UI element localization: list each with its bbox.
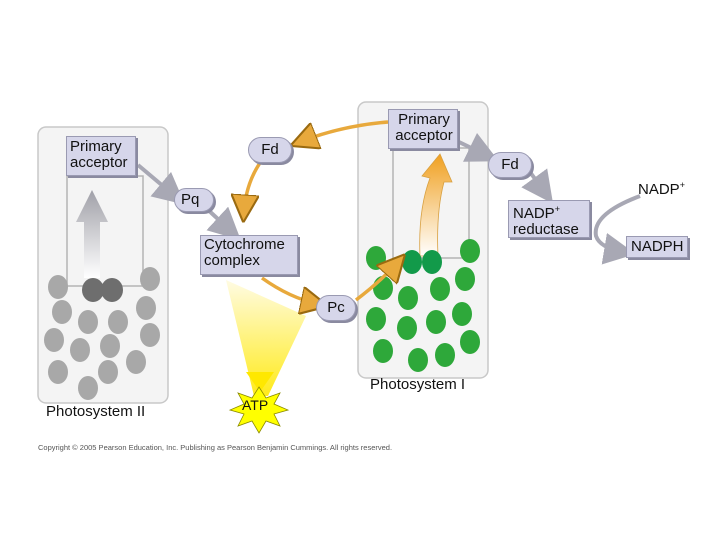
pigment-molecule [455,267,475,291]
atp-light-beam [226,280,306,396]
pigment-molecule [70,338,90,362]
nadp-plus-label: NADP+ [638,180,685,198]
photosystem-i-excitation-arrow [419,153,453,257]
ps1-primary-acceptor-label: Primary acceptor [395,111,453,144]
pigment-molecule [78,376,98,400]
pq-label: Pq [181,191,200,208]
pq-pill: Pq [174,188,214,212]
cyclic-path-acceptor-to-fd [300,120,389,142]
pigment-molecule [52,300,72,324]
pigment-molecule [48,275,68,299]
pigment-molecule [48,360,68,384]
copyright-notice: Copyright © 2005 Pearson Education, Inc.… [38,443,393,452]
photosystem-i-label: Photosystem I [370,376,466,393]
pigment-molecule [78,310,98,334]
photosystem-ii-label: Photosystem II [46,403,146,420]
pigment-molecule [366,246,386,270]
pigment-molecule [452,302,472,326]
photosystem-ii-excitation-arrow [76,190,108,278]
ps2-primary-acceptor-label: Primary acceptor [70,138,128,171]
pigment-molecule [140,267,160,291]
pigment-molecule [366,307,386,331]
nadp-reductase-label: NADP+reductase [513,204,579,238]
photosystem-ii-reaction-center [82,278,123,302]
pigment-molecule [435,343,455,367]
fd-right-label: Fd [501,156,519,173]
nadph-label: NADPH [631,238,684,255]
ps1-acceptor-to-fd-arrow [458,132,499,162]
pigment-molecule [140,323,160,347]
photosystem-i-pigments [366,239,480,372]
cytochrome-complex-box: Cytochrome complex [200,235,298,275]
pc-label: Pc [327,299,345,316]
pigment-molecule [460,330,480,354]
nadp-to-nadph-arrow [593,194,641,265]
photosystem-ii-pigments [44,267,160,400]
pigment-molecule [373,339,393,363]
atp-beam-arrowhead [246,372,274,392]
nadp-reductase-box: NADP+reductase [508,200,590,238]
pigment-molecule [44,328,64,352]
ps1-primary-acceptor-box: Primary acceptor [388,109,458,149]
photosystem-ii-panel [37,126,169,404]
ps2-to-pq-arrow [136,163,186,205]
pigment-molecule [397,316,417,340]
cyclic-path-pc-to-ps1 [354,262,398,302]
fd-right-pill: Fd [488,152,532,178]
cytochrome-complex-label: Cytochrome complex [204,236,285,269]
pigment-molecule [98,360,118,384]
fd-to-reductase-arrow [521,168,554,204]
pigment-molecule [408,348,428,372]
pigment-molecule [100,334,120,358]
pigment-molecule [108,310,128,334]
atp-label: ATP [242,397,269,413]
pigment-molecule [460,239,480,263]
nadph-box: NADPH [626,236,688,258]
pigment-molecule [136,296,156,320]
pigment-molecule [430,277,450,301]
atp-starburst [228,386,290,434]
fd-cycle-label: Fd [261,141,279,158]
pigment-molecule [426,310,446,334]
pc-pill: Pc [316,295,356,321]
pigment-molecule [126,350,146,374]
ps2-primary-acceptor-box: Primary acceptor [66,136,136,176]
photosystem-i-reaction-center [402,250,442,274]
cyclic-path-cytochrome-to-pc [260,276,318,304]
cyclic-path-fd-to-pq [244,158,264,212]
fd-cycle-pill: Fd [248,137,292,163]
pigment-molecule [398,286,418,310]
pq-to-cytochrome-arrow [204,206,241,241]
